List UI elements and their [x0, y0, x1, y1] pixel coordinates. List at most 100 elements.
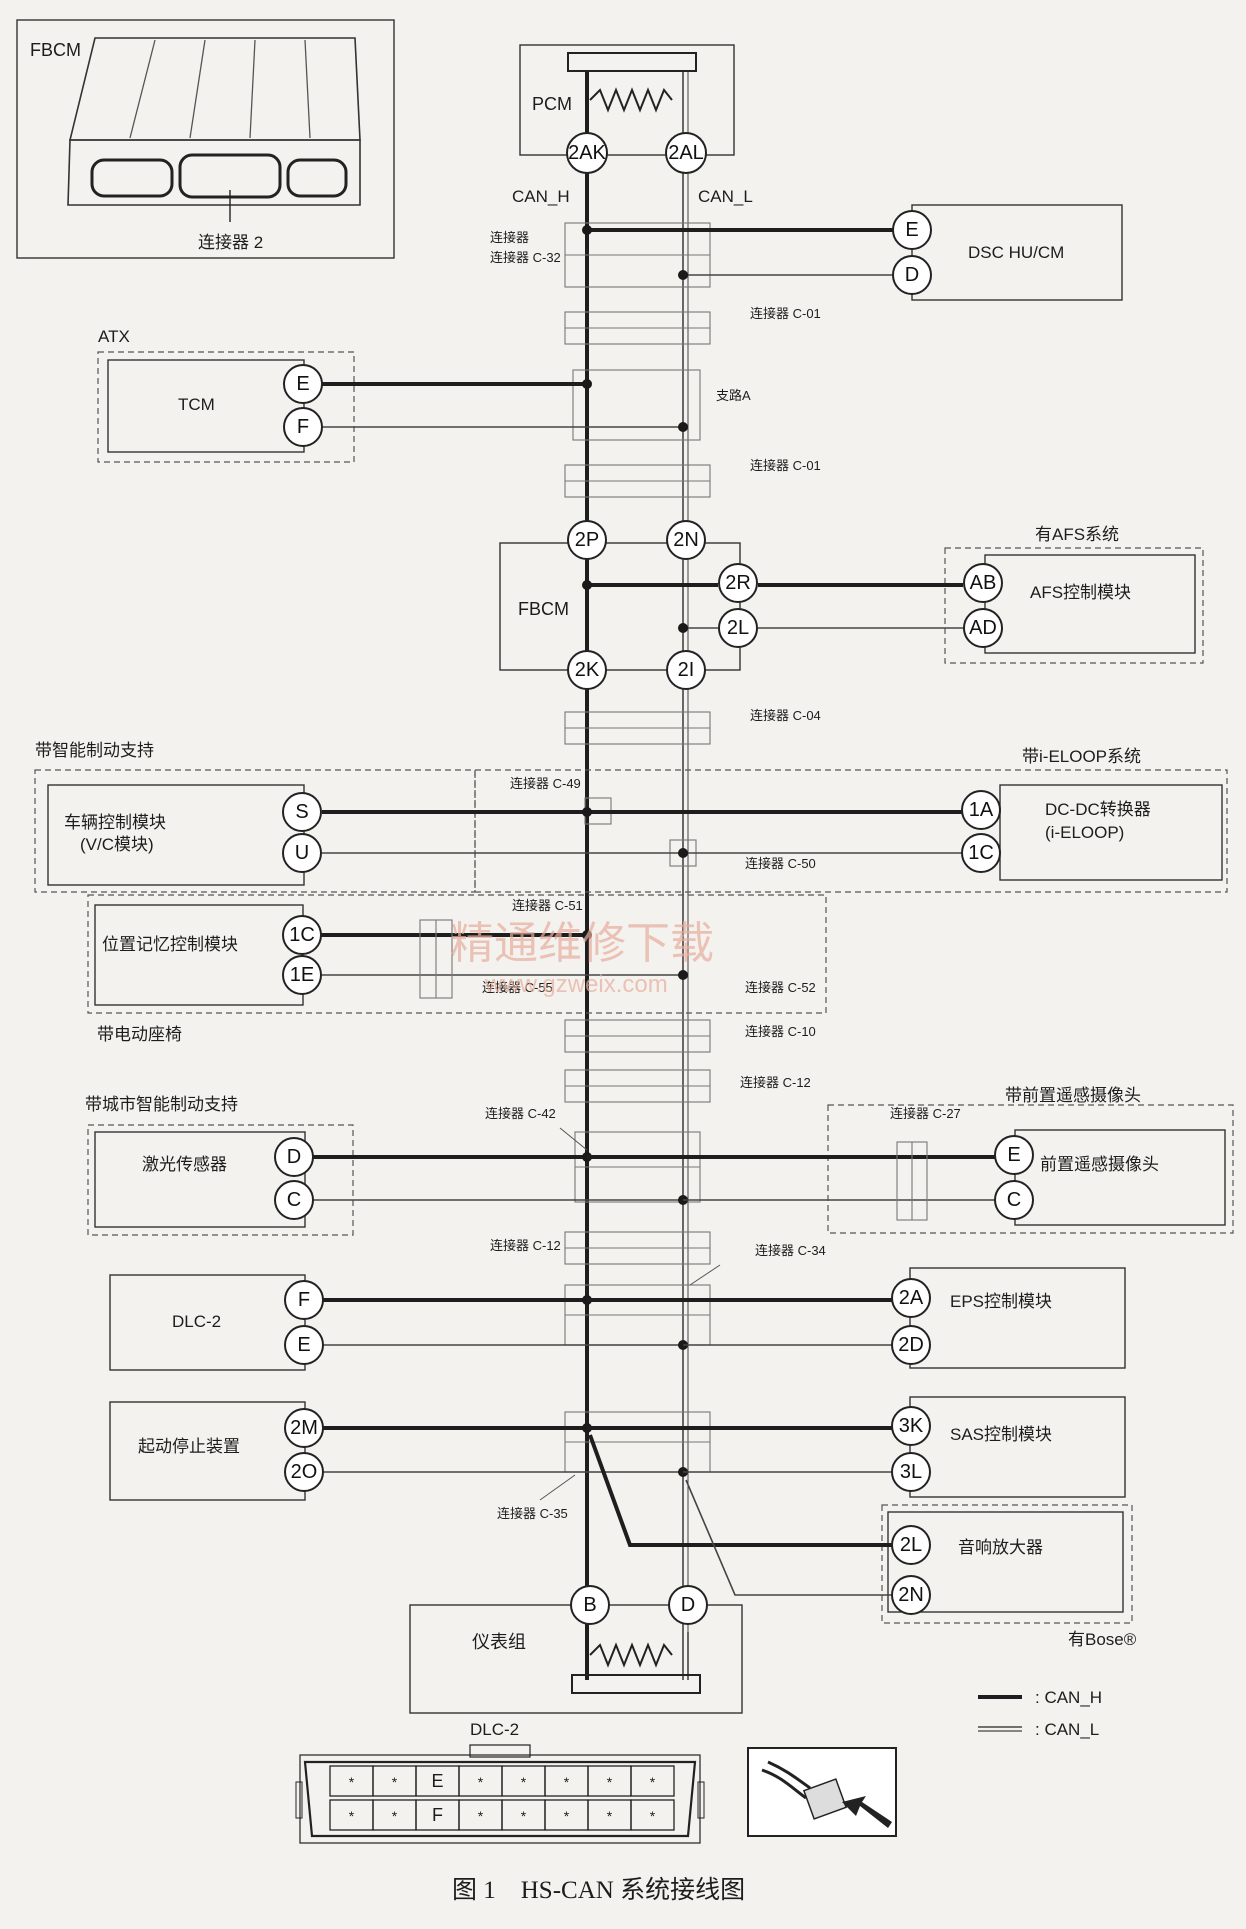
fbcm-inset: FBCM 连接器 2 [16, 19, 395, 259]
vc-label-1: 车辆控制模块 [64, 813, 166, 832]
seat-group-label: 带电动座椅 [97, 1025, 182, 1044]
pin-ss-2m: 2M [284, 1408, 324, 1448]
pin-vc-u: U [282, 833, 322, 873]
pin-fbcm-2p: 2P [567, 520, 607, 560]
svg-text:2L: 2L [900, 1534, 922, 1556]
pin-dlc-e: E [284, 1325, 324, 1365]
dlc-pin-label: * [478, 1774, 484, 1790]
dlc-pin-label: * [564, 1774, 570, 1790]
connector-c34-label: 连接器 C-34 [755, 1243, 826, 1258]
svg-text:2L: 2L [727, 617, 749, 639]
pin-dsc-e: E [892, 210, 932, 250]
pin-pcm-2al: 2AL [665, 132, 707, 174]
svg-text:E: E [297, 1334, 310, 1356]
dcdc-label-2: (i-ELOOP) [1045, 823, 1124, 842]
dlc-pin-label: * [349, 1808, 355, 1824]
pin-amp-2n: 2N [891, 1575, 931, 1615]
dlc2-connector-face: DLC-2 **E*******F***** [295, 1720, 705, 1844]
pin-eps-2d: 2D [891, 1325, 931, 1365]
svg-text:B: B [583, 1594, 596, 1616]
pin-tcm-f: F [283, 407, 323, 447]
tcm-group-label: ATX [98, 327, 130, 346]
ic-label: 仪表组 [472, 1632, 526, 1652]
amplifier-module: 音响放大器 有Bose® [588, 1434, 1137, 1649]
svg-text:S: S [295, 801, 308, 823]
junction-a-label: 支路A [716, 388, 751, 403]
legend: : CAN_H : CAN_L [978, 1688, 1102, 1739]
pin-pcm-2ak: 2AK [566, 132, 608, 174]
fbcm-connector-label: 连接器 2 [198, 233, 263, 252]
pin-fbcm-2k: 2K [567, 650, 607, 690]
watermark-text: 精通维修下载 [450, 919, 714, 968]
dcdc-group-label: 带i-ELOOP系统 [1022, 747, 1141, 766]
figure-caption: 图 1 HS-CAN 系统接线图 [452, 1876, 745, 1904]
pin-ss-2o: 2O [284, 1452, 324, 1492]
dlc-pin-label: * [607, 1808, 613, 1824]
svg-text:2I: 2I [678, 659, 695, 681]
tcm-module: ATX TCM [97, 327, 688, 463]
pin-eps-2a: 2A [891, 1278, 931, 1318]
dlc-pin-label: * [478, 1808, 484, 1824]
afs-group-label: 有AFS系统 [1035, 525, 1119, 544]
can-h-label: CAN_H [512, 187, 570, 206]
vc-label-2: (V/C模块) [80, 835, 154, 854]
svg-text:2O: 2O [291, 1461, 318, 1483]
connector-c52-label: 连接器 C-52 [745, 980, 816, 995]
pin-fbcm-2n: 2N [666, 520, 706, 560]
pin-camera-e: E [994, 1135, 1034, 1175]
dlc-pin-label: * [349, 1774, 355, 1790]
dlc-pin-cell [630, 1765, 675, 1797]
legend-can-h: : CAN_H [1035, 1688, 1102, 1707]
svg-text:E: E [296, 373, 309, 395]
connector-c32-l1: 连接器 [490, 230, 529, 245]
pin-fbcm-2r: 2R [718, 563, 758, 603]
connector-photo [747, 1747, 897, 1837]
connector-c42-label: 连接器 C-42 [485, 1106, 556, 1121]
afs-label: AFS控制模块 [1030, 583, 1131, 602]
bus-connectors [564, 222, 711, 1473]
dlc-pin-label: * [564, 1808, 570, 1824]
can-bus-wires [585, 72, 689, 1680]
svg-text:D: D [287, 1146, 301, 1168]
ss-label: 起动停止装置 [138, 1437, 240, 1456]
pin-laser-d: D [274, 1137, 314, 1177]
fbcm-label: FBCM [518, 599, 569, 619]
svg-text:E: E [905, 219, 918, 241]
connector-c12b-label: 连接器 C-12 [490, 1238, 561, 1253]
svg-text:C: C [1007, 1189, 1021, 1211]
pin-vc-s: S [282, 792, 322, 832]
connector-c49-label: 连接器 C-49 [510, 776, 581, 791]
svg-text:3L: 3L [900, 1461, 922, 1483]
svg-text:2AK: 2AK [568, 142, 606, 164]
pin-amp-2l: 2L [891, 1525, 931, 1565]
connector-c01a-label: 连接器 C-01 [750, 306, 821, 321]
pin-fbcm-2i: 2I [666, 650, 706, 690]
fbcm-module: FBCM [499, 542, 741, 671]
connector-c12a-label: 连接器 C-12 [740, 1075, 811, 1090]
svg-text:U: U [295, 842, 309, 864]
dlc-pin-label: * [521, 1774, 527, 1790]
dlc-pin-label: * [607, 1774, 613, 1790]
pin-ic-b: B [570, 1585, 610, 1625]
svg-text:2N: 2N [898, 1584, 924, 1606]
dlc-pin-label: F [432, 1805, 443, 1825]
dlc-label: DLC-2 [172, 1312, 221, 1331]
laser-group-label: 带城市智能制动支持 [85, 1095, 238, 1114]
amp-label: 音响放大器 [958, 1538, 1043, 1557]
front-camera-module: 带前置遥感摄像头 前置遥感摄像头 [587, 1086, 1234, 1234]
connector-c04-label: 连接器 C-04 [750, 708, 821, 723]
svg-text:1C: 1C [289, 924, 315, 946]
dlc-pin-label: * [521, 1808, 527, 1824]
svg-text:D: D [905, 264, 919, 286]
vc-module: 带智能制动支持 车辆控制模块 (V/C模块) [34, 741, 476, 893]
fbcm-inset-title: FBCM [30, 40, 81, 60]
pin-laser-c: C [274, 1180, 314, 1220]
pin-tcm-e: E [283, 364, 323, 404]
svg-text:2A: 2A [899, 1287, 924, 1309]
camera-label: 前置遥感摄像头 [1040, 1155, 1159, 1174]
vc-group-label: 带智能制动支持 [35, 741, 154, 760]
dcdc-module: 带i-ELOOP系统 DC-DC转换器 (i-ELOOP) [474, 747, 1228, 893]
pin-dcdc-1c: 1C [961, 833, 1001, 873]
